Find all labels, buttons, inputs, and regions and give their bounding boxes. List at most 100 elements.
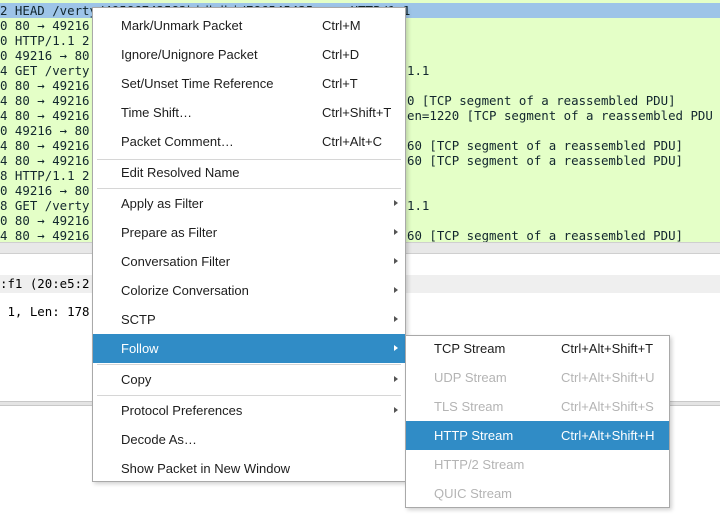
- packet-row[interactable]: 0 80 → 49216: [0, 18, 720, 33]
- menu-item-time-shift[interactable]: Time Shift… Ctrl+Shift+T: [93, 98, 405, 127]
- menu-item-label: Packet Comment…: [121, 134, 234, 149]
- menu-item-ignore-unignore-packet[interactable]: Ignore/Unignore Packet Ctrl+D: [93, 40, 405, 69]
- menu-item-set-unset-time-reference[interactable]: Set/Unset Time Reference Ctrl+T: [93, 69, 405, 98]
- menu-separator: [97, 364, 401, 365]
- menu-item-apply-as-filter[interactable]: Apply as Filter: [93, 189, 405, 218]
- packet-row-text: 0 80 → 49216: [0, 18, 90, 33]
- packet-row-text: 0 HTTP/1.1 2: [0, 33, 90, 48]
- menu-item-label: QUIC Stream: [434, 486, 513, 501]
- menu-item-label: Conversation Filter: [121, 254, 231, 269]
- menu-item-show-packet-in-new-window[interactable]: Show Packet in New Window: [93, 454, 405, 483]
- menu-item-label: Follow: [121, 341, 159, 356]
- menu-item-prepare-as-filter[interactable]: Prepare as Filter: [93, 218, 405, 247]
- menu-item-shortcut: Ctrl+Alt+Shift+H: [561, 428, 655, 443]
- packet-row[interactable]: 8 GET /verty 1.1: [0, 198, 720, 213]
- menu-separator: [97, 395, 401, 396]
- menu-item-conversation-filter[interactable]: Conversation Filter: [93, 247, 405, 276]
- packet-row-text: 4 GET /verty: [0, 63, 90, 78]
- packet-row-text: 4 80 → 49216: [0, 93, 90, 108]
- submenu-arrow-icon: [394, 345, 398, 351]
- menu-item-label: Copy: [121, 372, 152, 387]
- menu-item-shortcut: Ctrl+M: [322, 18, 361, 33]
- packet-row-info: en=1220 [TCP segment of a reassembled PD…: [407, 108, 713, 123]
- menu-item-label: Apply as Filter: [121, 196, 204, 211]
- packet-row-info: 1.1: [407, 63, 430, 78]
- menu-item-shortcut: Ctrl+T: [322, 76, 358, 91]
- menu-item-protocol-preferences[interactable]: Protocol Preferences: [93, 396, 405, 425]
- packet-row[interactable]: 0 49216 → 80: [0, 48, 720, 63]
- packet-row-info: 0 [TCP segment of a reassembled PDU]: [407, 93, 676, 108]
- submenu-arrow-icon: [394, 287, 398, 293]
- follow-submenu: TCP Stream Ctrl+Alt+Shift+T UDP Stream C…: [405, 335, 670, 508]
- packet-row-text: 0 49216 → 80: [0, 48, 90, 63]
- submenu-arrow-icon: [394, 229, 398, 235]
- submenu-arrow-icon: [394, 376, 398, 382]
- packet-row-text: 4 80 → 49216: [0, 153, 90, 168]
- menu-item-label: Show Packet in New Window: [121, 461, 291, 476]
- menu-item-shortcut: Ctrl+Alt+Shift+U: [561, 370, 655, 385]
- submenu-item-http2-stream: HTTP/2 Stream: [406, 450, 669, 479]
- menu-item-label: Prepare as Filter: [121, 225, 218, 240]
- packet-row-info: 60 [TCP segment of a reassembled PDU]: [407, 153, 684, 168]
- packet-row-info: 60 [TCP segment of a reassembled PDU]: [407, 228, 684, 242]
- menu-item-label: TLS Stream: [434, 399, 504, 414]
- detail-row-tcp[interactable]: 1, Len: 178: [0, 304, 90, 319]
- packet-row[interactable]: 4 80 → 49216 60 [TCP segment of a reassem…: [0, 153, 720, 168]
- menu-separator: [97, 188, 401, 189]
- submenu-item-udp-stream: UDP Stream Ctrl+Alt+Shift+U: [406, 363, 669, 392]
- menu-item-label: Set/Unset Time Reference: [121, 76, 274, 91]
- packet-row[interactable]: 4 80 → 49216 60 [TCP segment of a reassem…: [0, 138, 720, 153]
- packet-row-text: 8 HTTP/1.1 2: [0, 168, 90, 183]
- menu-item-shortcut: Ctrl+D: [322, 47, 360, 62]
- packet-row[interactable]: 4 80 → 49216 0 [TCP segment of a reassemb…: [0, 93, 720, 108]
- submenu-arrow-icon: [394, 407, 398, 413]
- packet-row-text: 4 80 → 49216: [0, 228, 90, 242]
- packet-row-info: 1.1: [407, 198, 430, 213]
- submenu-item-tls-stream: TLS Stream Ctrl+Alt+Shift+S: [406, 392, 669, 421]
- menu-item-shortcut: Ctrl+Shift+T: [322, 105, 392, 120]
- submenu-item-quic-stream: QUIC Stream: [406, 479, 669, 508]
- menu-item-label: Ignore/Unignore Packet: [121, 47, 258, 62]
- packet-row-text: 0 80 → 49216: [0, 213, 90, 228]
- detail-row-ethernet[interactable]: :f1 (20:e5:2: [0, 275, 100, 293]
- packet-row[interactable]: 0 80 → 49216: [0, 78, 720, 93]
- menu-item-label: Mark/Unmark Packet: [121, 18, 243, 33]
- submenu-arrow-icon: [394, 316, 398, 322]
- menu-item-decode-as[interactable]: Decode As…: [93, 425, 405, 454]
- menu-item-shortcut: Ctrl+Alt+Shift+T: [561, 341, 654, 356]
- menu-item-edit-resolved-name[interactable]: Edit Resolved Name: [93, 158, 405, 187]
- packet-row[interactable]: 4 80 → 49216 60 [TCP segment of a reassem…: [0, 228, 720, 242]
- menu-item-label: TCP Stream: [434, 341, 506, 356]
- menu-item-label: HTTP/2 Stream: [434, 457, 525, 472]
- packet-row-text: 0 49216 → 80: [0, 123, 90, 138]
- menu-item-shortcut: Ctrl+Alt+Shift+S: [561, 399, 654, 414]
- menu-item-packet-comment[interactable]: Packet Comment… Ctrl+Alt+C: [93, 127, 405, 156]
- packet-row[interactable]: 8 HTTP/1.1 2: [0, 168, 720, 183]
- submenu-item-tcp-stream[interactable]: TCP Stream Ctrl+Alt+Shift+T: [406, 334, 669, 363]
- menu-item-shortcut: Ctrl+Alt+C: [322, 134, 382, 149]
- menu-separator: [97, 159, 401, 160]
- submenu-arrow-icon: [394, 200, 398, 206]
- packet-row[interactable]: 0 HTTP/1.1 2: [0, 33, 720, 48]
- submenu-item-http-stream[interactable]: HTTP Stream Ctrl+Alt+Shift+H: [406, 421, 669, 450]
- menu-item-mark-unmark-packet[interactable]: Mark/Unmark Packet Ctrl+M: [93, 11, 405, 40]
- packet-row[interactable]: 4 80 → 49216 en=1220 [TCP segment of a re…: [0, 108, 720, 123]
- menu-item-label: Edit Resolved Name: [121, 165, 240, 180]
- packet-row-text: 4 80 → 49216: [0, 138, 90, 153]
- menu-item-label: Protocol Preferences: [121, 403, 243, 418]
- menu-item-label: Time Shift…: [121, 105, 193, 120]
- menu-item-label: SCTP: [121, 312, 156, 327]
- packet-row-text: 0 80 → 49216: [0, 78, 90, 93]
- menu-item-follow[interactable]: Follow: [93, 334, 405, 363]
- menu-item-colorize-conversation[interactable]: Colorize Conversation: [93, 276, 405, 305]
- packet-row[interactable]: 0 49216 → 80: [0, 123, 720, 138]
- packet-row[interactable]: 0 80 → 49216: [0, 213, 720, 228]
- packet-context-menu: Mark/Unmark Packet Ctrl+M Ignore/Unignor…: [92, 7, 406, 482]
- menu-item-copy[interactable]: Copy: [93, 365, 405, 394]
- packet-row-info: 60 [TCP segment of a reassembled PDU]: [407, 138, 684, 153]
- menu-item-sctp[interactable]: SCTP: [93, 305, 405, 334]
- packet-row-text: 8 GET /verty: [0, 198, 90, 213]
- packet-row[interactable]: 4 GET /verty 1.1: [0, 63, 720, 78]
- packet-row-text: 4 80 → 49216: [0, 108, 90, 123]
- packet-row[interactable]: 0 49216 → 80: [0, 183, 720, 198]
